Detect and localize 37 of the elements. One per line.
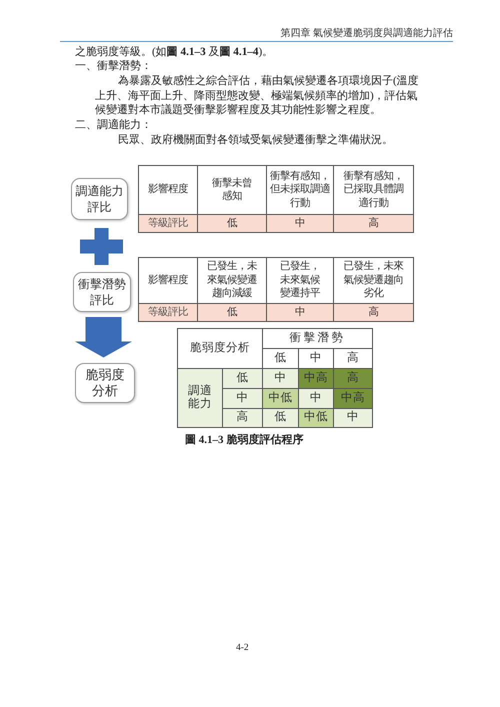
paragraph: 為暴露及敏感性之綜合評估，藉由氣候變遷各項環境因子(溫度上升、海平面上升、降雨型態改變、極端氣候頻率的增加)，評估氣候變遷對本市議題受衝擊影響程度及其功能性影響之程度。 [95,74,419,118]
rating-value: 高 [334,214,414,232]
matrix-header: 衝擊潛勢 [262,328,372,348]
rating-value: 低 [198,214,266,232]
rating-value: 低 [198,304,266,322]
level-header: 低 [222,368,262,388]
vulnerability-value: 中 [298,388,334,408]
block-arrow [75,317,132,358]
vulnerability-value: 中高 [334,388,372,408]
vulnerability-value: 中低 [298,408,334,428]
vulnerability-value: 中低 [262,388,298,408]
matrix-header: 脆弱度分析 [178,328,262,368]
row-header: 影響程度 [138,166,198,214]
row-header: 等級評比 [138,304,198,322]
vulnerability-value: 中 [262,368,298,388]
matrix-header: 調適能力 [178,368,222,428]
process-box: 調適能力評比 [71,178,128,220]
section-heading: 一、衝擊潛勢： [75,59,152,74]
running-header: 第四章 氣候變遷脆弱度與調適能力評估 [280,28,453,40]
process-box: 衝擊潛勢評比 [73,272,131,312]
figure-caption: 圖 4.1–3 脆弱度評估程序 [185,433,304,448]
row-header: 等級評比 [138,214,198,232]
vulnerability-value: 中 [334,408,372,428]
page-number: 4-2 [236,642,249,654]
rating-value: 中 [266,304,334,322]
process-box: 脆弱度分析 [75,363,135,403]
rating-value: 中 [266,214,334,232]
vulnerability-value: 低 [262,408,298,428]
vulnerability-value: 中高 [298,368,334,388]
level-header: 中 [222,388,262,408]
level-header: 高 [222,408,262,428]
vulnerability-value: 高 [334,368,372,388]
row-header: 影響程度 [138,258,198,304]
body-text: 之脆弱度等級。(如圖 4.1–3 及圖 4.1–4)。 [75,45,274,60]
rating-value: 高 [334,304,414,322]
section-heading: 二、調適能力： [75,118,152,133]
body-text: 民眾、政府機關面對各領域受氣候變遷衝擊之準備狀況。 [118,133,393,148]
